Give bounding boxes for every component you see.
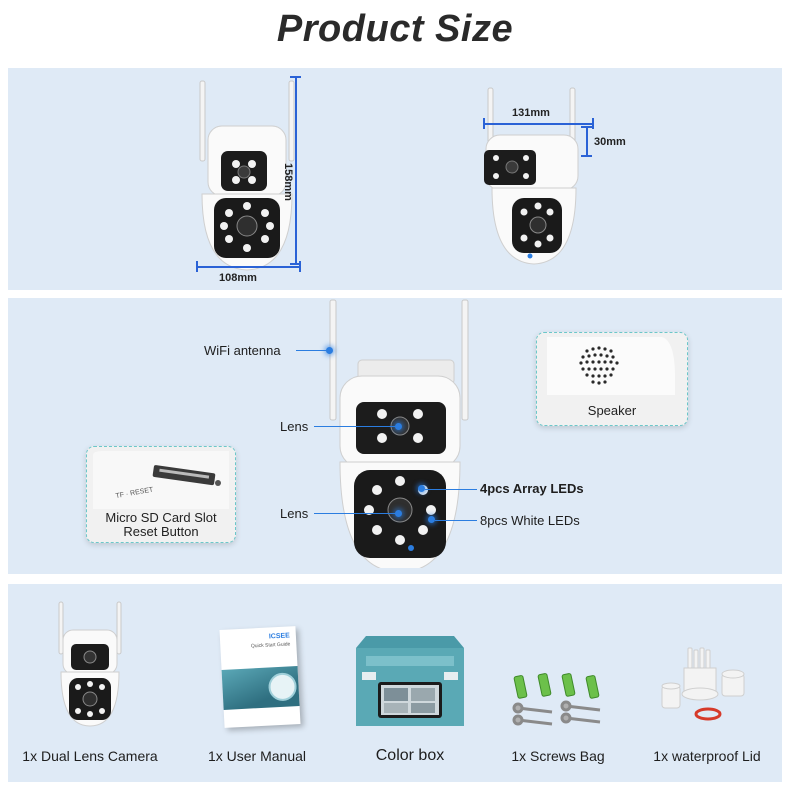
wifi-antenna-label: WiFi antenna xyxy=(204,343,281,358)
wifi-antenna-connector xyxy=(296,350,330,351)
package-item-label: 1x waterproof Lid xyxy=(653,748,761,764)
color-box-image xyxy=(356,636,464,726)
height-dimension-line xyxy=(295,76,297,264)
screws-bag-image xyxy=(512,673,601,726)
height-tick-bottom xyxy=(290,263,301,265)
package-item-label: Color box xyxy=(375,747,445,764)
lens-bottom-connector xyxy=(314,513,398,514)
camera-main-image xyxy=(329,299,469,568)
manual-brand: ICSEE xyxy=(268,632,291,641)
array-leds-connector xyxy=(425,489,477,490)
width-tick-right xyxy=(299,261,301,272)
manual-subtitle: Quick Start Guide xyxy=(250,641,291,650)
waterproof-lid-image xyxy=(661,647,745,721)
sd-slot-label: Micro SD Card Slot xyxy=(105,510,217,525)
antenna-tick-top xyxy=(581,126,592,128)
depth-label: 131mm xyxy=(512,107,550,119)
antenna-dimension-line xyxy=(586,126,588,156)
page-title: Product Size xyxy=(276,8,514,50)
white-leds-label: 8pcs White LEDs xyxy=(480,513,580,528)
antenna-tick-bottom xyxy=(581,155,592,157)
lens-top-marker xyxy=(395,423,402,430)
antenna-label: 30mm xyxy=(594,136,626,148)
depth-dimension-line xyxy=(483,123,593,125)
sd-slot-image: TF · RESET xyxy=(93,451,229,509)
lens-top-label: Lens xyxy=(280,419,309,434)
array-leds-marker xyxy=(418,485,425,492)
lens-bottom-marker xyxy=(395,510,402,517)
array-leds-label: 4pcs Array LEDs xyxy=(480,481,584,496)
white-leds-marker xyxy=(428,516,435,523)
package-item-label: 1x Dual Lens Camera xyxy=(22,748,158,764)
width-dimension-line xyxy=(196,266,300,268)
height-label: 158mm xyxy=(282,163,294,201)
lens-bottom-label: Lens xyxy=(280,506,309,521)
width-tick-left xyxy=(196,261,198,272)
dimensions-panel: 158mm 108mm 131mm 30mm xyxy=(8,68,782,290)
camera-front-image xyxy=(199,80,295,271)
height-tick-top xyxy=(290,76,301,78)
camera-package-image xyxy=(58,601,122,727)
camera-side-image xyxy=(484,87,579,265)
depth-tick-left xyxy=(483,118,485,129)
speaker-grille-image xyxy=(547,337,675,395)
depth-tick-right xyxy=(592,118,594,129)
package-item-label: 1x User Manual xyxy=(207,748,307,764)
user-manual-image: ICSEE Quick Start Guide xyxy=(219,626,301,728)
features-panel: WiFi antenna Lens Lens 4pcs Array LEDs 8… xyxy=(8,298,782,574)
wifi-antenna-marker xyxy=(326,347,333,354)
width-label: 108mm xyxy=(219,272,257,284)
lens-top-connector xyxy=(314,426,398,427)
reset-button-label: Reset Button xyxy=(123,524,199,539)
speaker-label: Speaker xyxy=(587,403,637,418)
package-panel: 1x Dual Lens Camera ICSEE Quick Start Gu… xyxy=(8,584,782,782)
white-leds-connector xyxy=(435,520,477,521)
package-item-label: 1x Screws Bag xyxy=(511,748,605,764)
sd-slot-callout: TF · RESET Micro SD Card Slot Reset Butt… xyxy=(86,446,236,543)
speaker-callout: Speaker xyxy=(536,332,688,426)
